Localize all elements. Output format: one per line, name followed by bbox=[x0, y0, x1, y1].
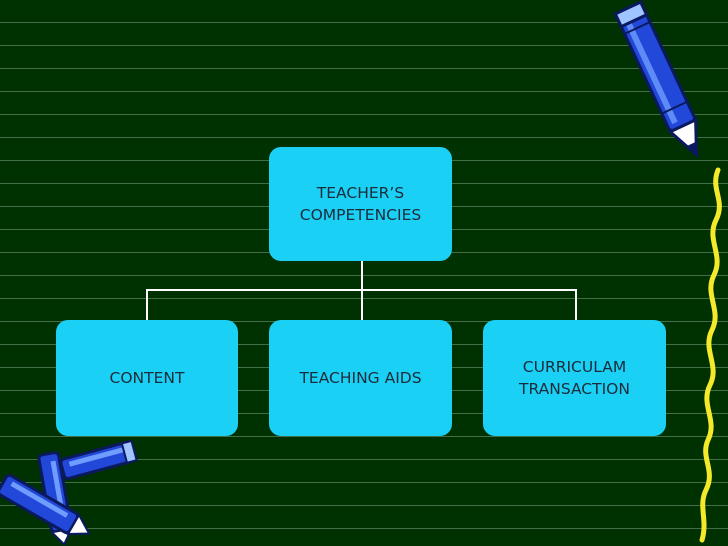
root-node-label: TEACHER’S COMPETENCIES bbox=[299, 184, 422, 224]
connector-teaching-aids bbox=[361, 289, 363, 320]
connector-root-stem bbox=[361, 261, 363, 290]
child-node-content: CONTENT bbox=[56, 320, 238, 436]
root-node-teachers-competencies: TEACHER’S COMPETENCIES bbox=[269, 147, 452, 261]
child-node-label: CONTENT bbox=[109, 369, 185, 387]
connector-curriculam-transaction bbox=[575, 289, 577, 320]
connector-content bbox=[146, 289, 148, 320]
crayons-icon bbox=[0, 440, 138, 546]
pencil-icon bbox=[613, 0, 722, 543]
child-node-teaching-aids: TEACHING AIDS bbox=[269, 320, 452, 436]
yellow-squiggle bbox=[699, 167, 722, 543]
child-node-label: CURRICULAM TRANSACTION bbox=[519, 358, 630, 398]
child-node-curriculam-transaction: CURRICULAM TRANSACTION bbox=[483, 320, 666, 436]
child-node-label: TEACHING AIDS bbox=[299, 369, 422, 387]
